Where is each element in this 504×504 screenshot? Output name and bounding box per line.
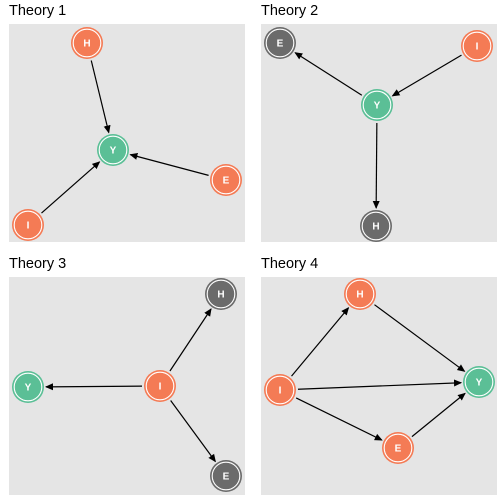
theory-4-node-y: Y [463, 366, 495, 398]
theory-4-edge-e-to-y [411, 392, 466, 438]
theory-1-node-h-ring [72, 28, 102, 58]
theory-1-node-y-label: Y [110, 146, 117, 157]
theory-4-node-e-circle [382, 432, 414, 464]
theory-2-edge-y-to-h [372, 122, 380, 210]
theory-4-node-e: E [382, 432, 414, 464]
theory-3-node-i: I [144, 370, 176, 402]
theory-3-node-h-circle [205, 278, 237, 310]
theory-1-node-h-circle [71, 27, 103, 59]
theory-4-node-i-label: I [279, 386, 282, 397]
theory-4-node-h: H [344, 278, 376, 310]
theory-2-node-y: Y [361, 89, 393, 121]
theory-2-node-y-label: Y [374, 101, 381, 112]
panel-title-theory-1: Theory 1 [9, 3, 67, 19]
theory-3-node-y: Y [12, 371, 44, 403]
theory-3-node-i-ring [145, 371, 175, 401]
theory-3-edge-i-to-e [170, 400, 216, 463]
theory-2-node-y-ring [362, 90, 392, 120]
theory-1-node-e-ring [211, 165, 241, 195]
theory-1-node-i: I [12, 209, 44, 241]
theory-3-node-e-label: E [223, 472, 230, 483]
theory-4-edge-i-to-e [295, 397, 383, 441]
theory-1-node-e-label: E [223, 176, 230, 187]
panel-title-theory-4: Theory 4 [261, 256, 319, 272]
panel-title-theory-2: Theory 2 [261, 3, 319, 19]
theory-4-node-i: I [264, 374, 296, 406]
theory-1-node-y-circle [97, 134, 129, 166]
theory-1-node-i-label: I [27, 221, 30, 232]
theory-3-node-y-circle [12, 371, 44, 403]
theory-3-node-y-ring [13, 372, 43, 402]
theory-3-edge-i-to-h [169, 308, 212, 372]
theory-4-node-y-ring [464, 367, 494, 397]
theory-2-node-e: E [264, 27, 296, 59]
theory-3-node-h: H [205, 278, 237, 310]
theory-1-edge-e-to-y [129, 153, 209, 176]
theory-3-node-h-label: H [217, 290, 224, 301]
theory-2-node-h: H [360, 210, 392, 242]
theory-2-node-i-ring [462, 31, 492, 61]
theory-1-node-y-ring [98, 135, 128, 165]
theory-2-node-y-circle [361, 89, 393, 121]
theory-1-node-e: E [210, 164, 242, 196]
panel-title-theory-3: Theory 3 [9, 256, 67, 272]
theory-2-node-e-ring [265, 28, 295, 58]
theory-4-node-e-ring [383, 433, 413, 463]
theory-1-edge-i-to-y [41, 161, 101, 214]
theory-3-node-e-ring [211, 461, 241, 491]
theory-4-node-y-label: Y [476, 378, 483, 389]
dag-panel-theory-1 [9, 24, 245, 242]
theory-4-node-e-label: E [395, 444, 402, 455]
theory-4-node-i-ring [265, 375, 295, 405]
theory-4-node-y-circle [463, 366, 495, 398]
theory-1-node-i-ring [13, 210, 43, 240]
theory-2-node-e-label: E [277, 39, 284, 50]
theory-3-node-e: E [210, 460, 242, 492]
theory-2-node-h-ring [361, 211, 391, 241]
theory-2-node-h-label: H [372, 222, 379, 233]
theory-4-node-i-circle [264, 374, 296, 406]
theory-3-node-i-label: I [159, 382, 162, 393]
theory-4-node-h-ring [345, 279, 375, 309]
theory-2-node-i-circle [461, 30, 493, 62]
theory-1-node-h: H [71, 27, 103, 59]
theory-2-node-i: I [461, 30, 493, 62]
theory-4-edge-h-to-y [374, 304, 466, 372]
theory-2-node-e-circle [264, 27, 296, 59]
theory-1-node-e-circle [210, 164, 242, 196]
theory-2-node-h-circle [360, 210, 392, 242]
theory-4-edge-i-to-h [291, 307, 350, 377]
theory-4-edge-i-to-y [297, 379, 463, 390]
theory-1-node-y: Y [97, 134, 129, 166]
theory-2-edge-y-to-e [294, 52, 363, 96]
theory-3-node-y-label: Y [25, 383, 32, 394]
theory-3-node-e-circle [210, 460, 242, 492]
theory-4-node-h-circle [344, 278, 376, 310]
theory-1-node-h-label: H [83, 39, 90, 50]
theory-2-node-i-label: I [476, 42, 479, 53]
theory-4-node-h-label: H [356, 290, 363, 301]
theory-1-edge-h-to-y [90, 60, 111, 134]
theory-3-node-i-circle [144, 370, 176, 402]
theory-3-node-h-ring [206, 279, 236, 309]
theory-1-node-i-circle [12, 209, 44, 241]
theory-2-edge-i-to-y [391, 54, 462, 97]
theory-3-edge-i-to-y [44, 383, 143, 391]
